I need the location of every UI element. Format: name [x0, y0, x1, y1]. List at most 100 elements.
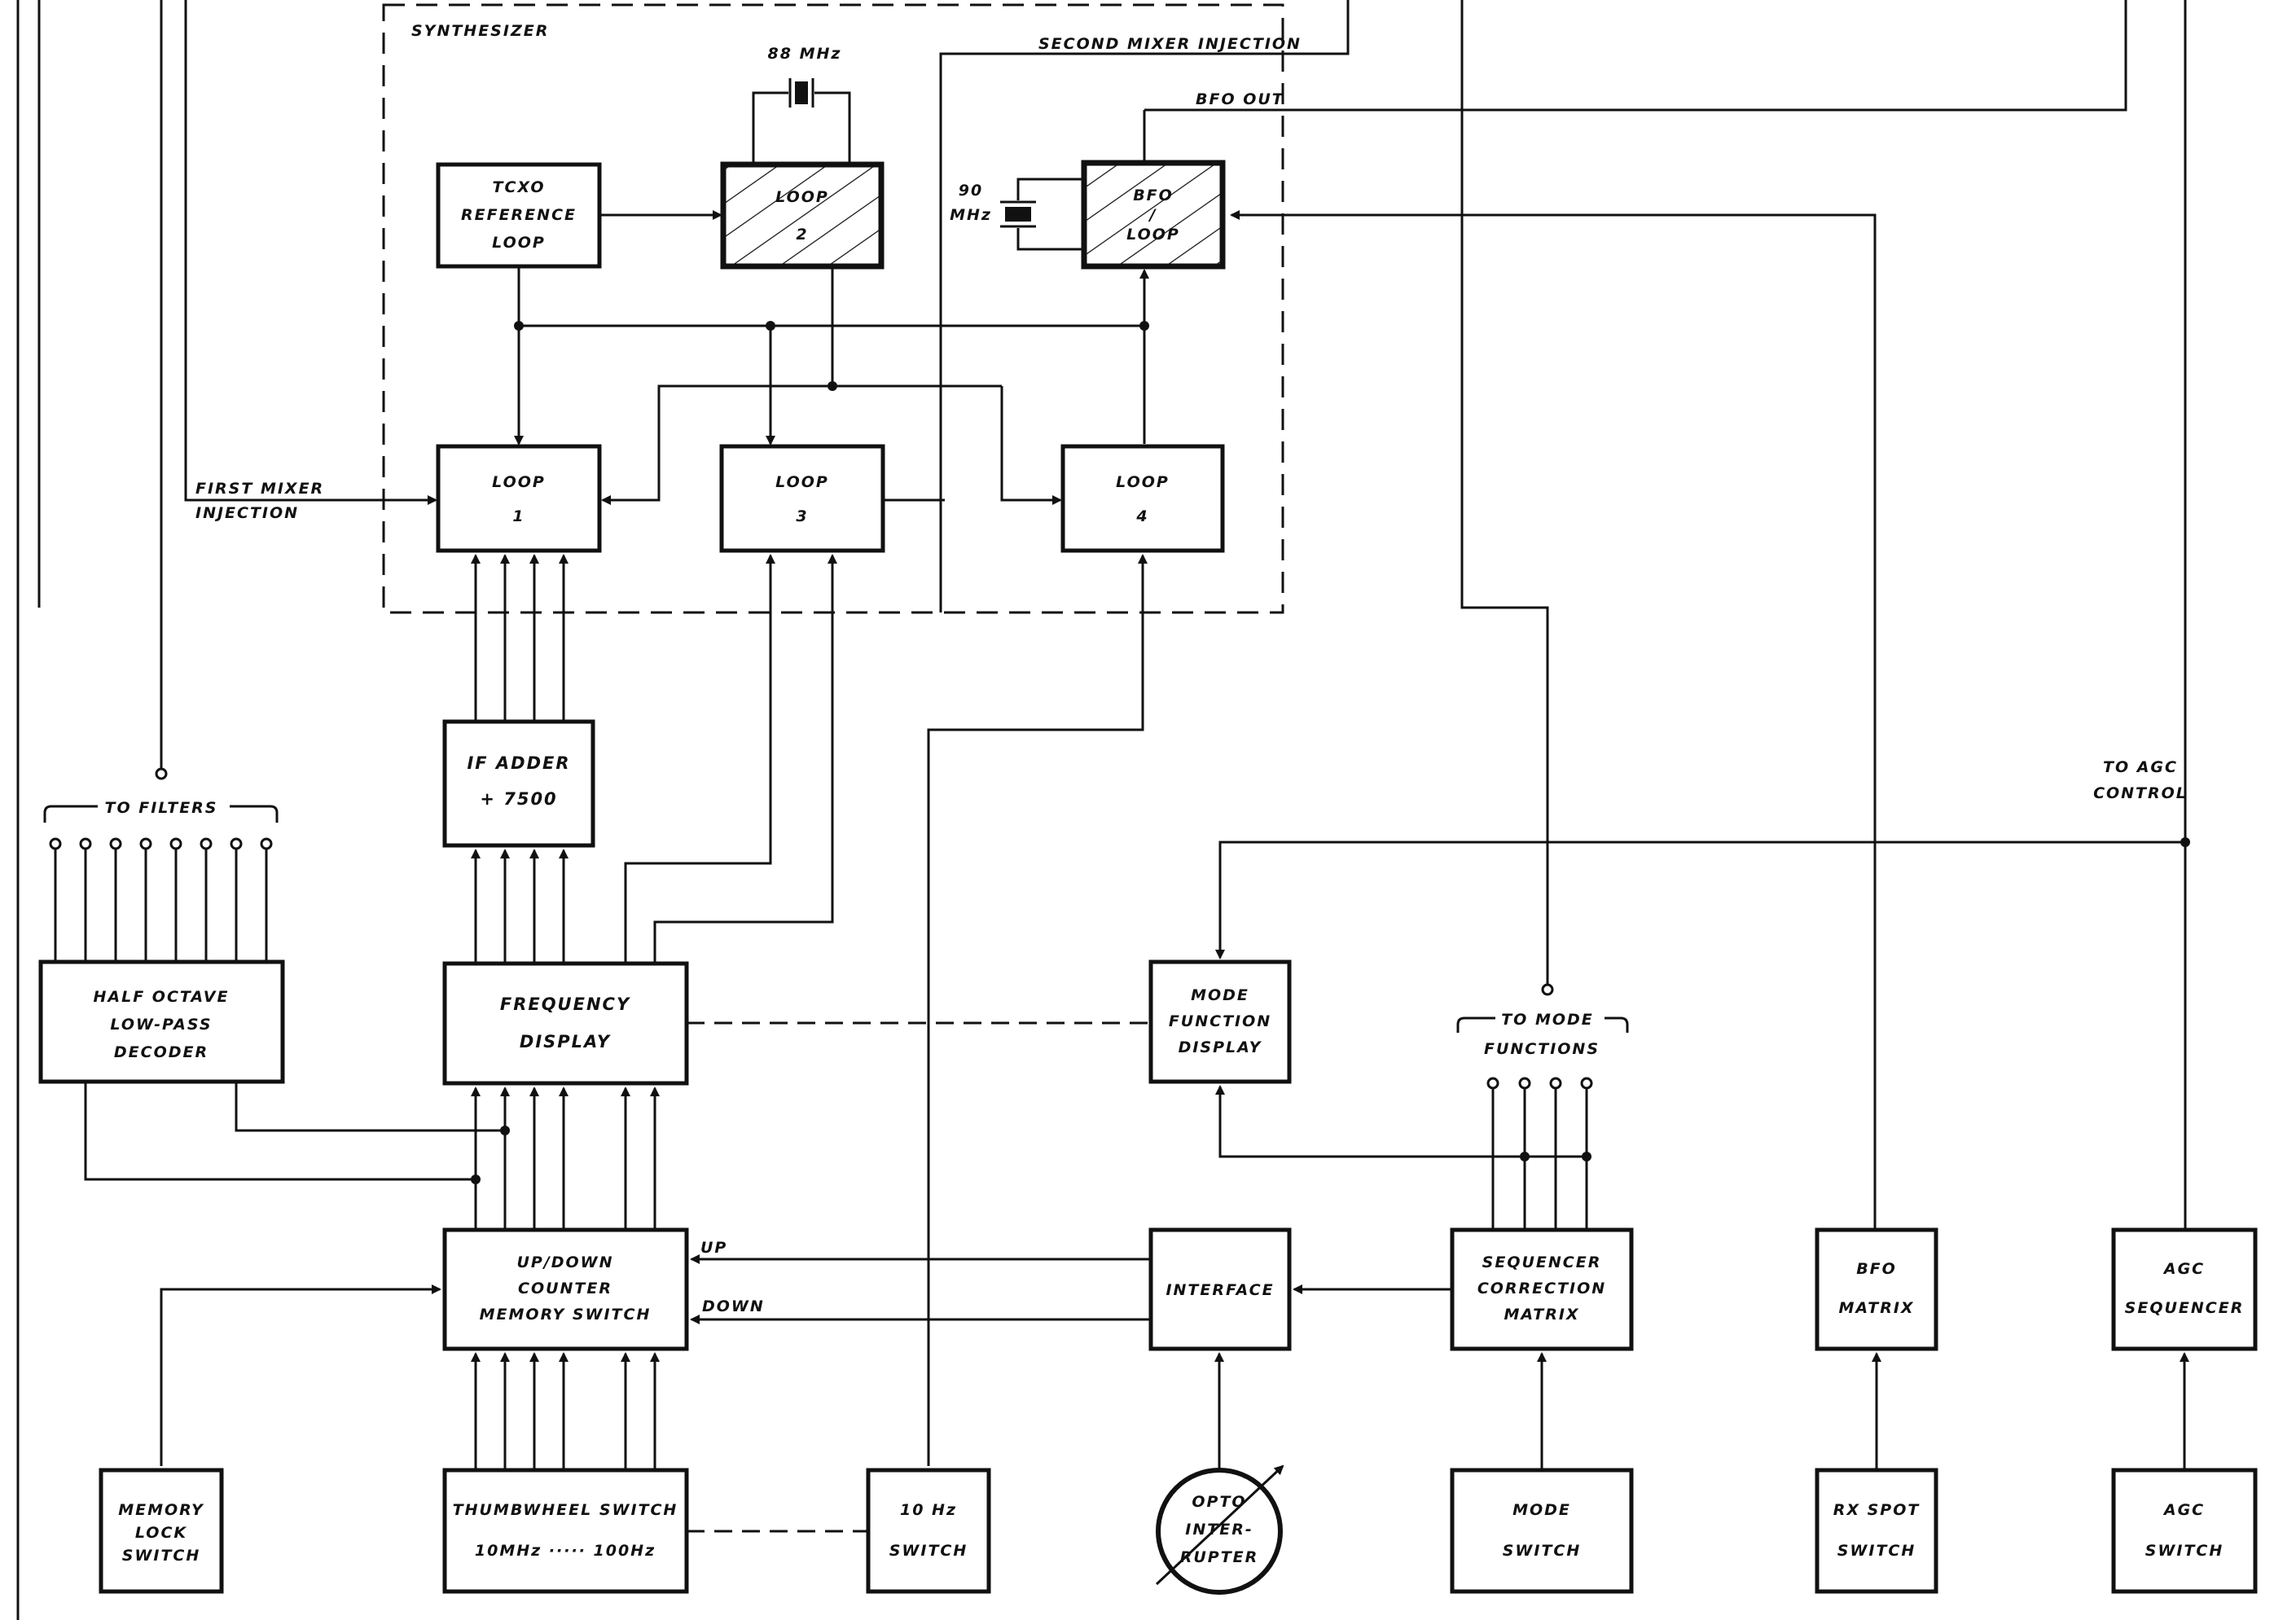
wire-agc-to-mode-display: [1215, 841, 2185, 959]
loop-3-line-2: 3: [796, 507, 808, 525]
updown-line-3: MEMORY SWITCH: [480, 1306, 652, 1324]
10hz-switch-block: [866, 1468, 991, 1594]
thumbwheel-line-2: 10MHz ····· 100Hz: [475, 1542, 656, 1560]
mode-function-line-2: FUNCTION: [1169, 1012, 1271, 1030]
interface-block: [1148, 1227, 1292, 1351]
xtal90-wire-top: [1016, 178, 1084, 200]
half-octave-decoder-block: [38, 959, 285, 1084]
junction-dot: [2180, 837, 2190, 847]
half-octave-line-1: HALF OCTAVE: [94, 988, 230, 1006]
first-mixer-label-2: INJECTION: [195, 504, 299, 522]
sequencer-line-3: MATRIX: [1504, 1306, 1579, 1324]
agc-sequencer-line-2: SEQUENCER: [2125, 1299, 2245, 1317]
to-mode-functions-2: FUNCTIONS: [1484, 1040, 1600, 1058]
bfo-matrix-line-2: MATRIX: [1838, 1299, 1914, 1317]
wire-loop2-to-loop4: [1000, 386, 1062, 505]
loop-3-line-1: LOOP: [775, 473, 829, 491]
loop-4-block: [1060, 444, 1225, 553]
mode-function-display-block: [1148, 959, 1292, 1084]
opto-line-2: INTER-: [1185, 1521, 1253, 1539]
thumbwheel-to-counter-bus: [471, 1352, 660, 1470]
wire-seq-to-mode-display: [1215, 1085, 1587, 1158]
to-filters-label: TO FILTERS: [105, 799, 218, 817]
loop-1-line-2: 1: [512, 507, 525, 525]
agc-switch-line-2: SWITCH: [2145, 1542, 2224, 1560]
10hz-line-2: SWITCH: [889, 1542, 968, 1560]
wire-first-mixer: [184, 0, 437, 505]
tcxo-line-3: LOOP: [492, 234, 546, 252]
to-agc-control-1: TO AGC: [2103, 758, 2178, 776]
thumbwheel-switch-block: [442, 1468, 689, 1594]
updown-line-2: COUNTER: [518, 1280, 612, 1297]
sequencer-line-2: CORRECTION: [1477, 1280, 1606, 1297]
memory-lock-switch-block: [99, 1468, 224, 1594]
updown-line-1: UP/DOWN: [516, 1253, 613, 1271]
down-label: DOWN: [702, 1297, 765, 1315]
wire-memlock-counter: [160, 1284, 441, 1466]
to-agc-control-2: CONTROL: [2093, 784, 2188, 802]
half-octave-line-3: DECODER: [114, 1043, 209, 1061]
mode-function-line-1: MODE: [1191, 986, 1249, 1004]
junction-dot: [1520, 1152, 1530, 1161]
agc-sequencer-line-1: AGC: [2162, 1260, 2205, 1278]
mhz88-label: 88 MHz: [768, 45, 842, 63]
to-mode-functions-terminal: [1541, 983, 1554, 996]
filter-terminals: [49, 837, 273, 962]
wire-bfo-matrix-to-bfo: [1230, 210, 1877, 1230]
sequencer-line-1: SEQUENCER: [1482, 1253, 1602, 1271]
mode-function-terminals: [1486, 1077, 1593, 1228]
opto-line-1: OPTO: [1192, 1493, 1246, 1511]
to-filters-brace: [43, 805, 279, 823]
synthesizer-label: SYNTHESIZER: [411, 22, 549, 40]
wire-freq-loop3-a: [624, 554, 775, 964]
loop-1-block: [436, 444, 602, 553]
to-mode-functions-brace: [1456, 1016, 1629, 1033]
sequencer-matrix-block: [1450, 1227, 1634, 1351]
rx-spot-switch-block: [1815, 1468, 1938, 1594]
loop-1-line-1: LOOP: [492, 473, 546, 491]
mhz90-label-a: 90: [959, 182, 983, 200]
wire-second-mixer: [939, 0, 1350, 612]
bfo-loop-line-2: /: [1148, 206, 1157, 224]
half-octave-line-2: LOW-PASS: [110, 1016, 212, 1034]
junction-dot: [1139, 321, 1149, 331]
agc-switch-block: [2111, 1468, 2258, 1594]
junction-dot: [1582, 1152, 1591, 1161]
interface-label: INTERFACE: [1166, 1281, 1274, 1299]
loop-3-block: [719, 444, 885, 553]
xtal88-wire-left: [752, 91, 788, 165]
wire-10hz-loop4: [927, 554, 1148, 1466]
wire-mode-functions: [1460, 0, 1549, 984]
if-adder-block: [442, 719, 595, 848]
mode-switch-line-1: MODE: [1512, 1501, 1571, 1519]
rx-spot-line-2: SWITCH: [1837, 1542, 1916, 1560]
counter-to-freq-bus: [471, 1087, 660, 1230]
if-adder-line-2: + 7500: [480, 789, 557, 809]
bfo-matrix-block: [1815, 1227, 1938, 1351]
memory-lock-line-2: LOCK: [135, 1524, 187, 1542]
to-filters-terminal: [155, 767, 168, 780]
agc-switch-line-1: AGC: [2162, 1501, 2205, 1519]
if-adder-line-1: IF ADDER: [467, 753, 570, 773]
junction-dot: [828, 381, 837, 391]
loop-2-line-1: LOOP: [775, 188, 829, 206]
bfo-loop-line-3: LOOP: [1126, 226, 1180, 244]
xtal88-wire-right: [814, 91, 851, 165]
up-label: UP: [700, 1239, 727, 1257]
tcxo-line-2: REFERENCE: [461, 206, 577, 224]
mode-function-line-3: DISPLAY: [1179, 1038, 1262, 1056]
thumbwheel-line-1: THUMBWHEEL SWITCH: [453, 1501, 678, 1519]
opto-adjust-arrow-icon: [1155, 1464, 1284, 1586]
rx-spot-line-1: RX SPOT: [1833, 1501, 1921, 1519]
frequency-display-line-1: FREQUENCY: [500, 994, 630, 1014]
loop-4-line-1: LOOP: [1116, 473, 1170, 491]
tcxo-line-1: TCXO: [492, 178, 545, 196]
second-mixer-injection-label: SECOND MIXER INJECTION: [1038, 35, 1302, 53]
memory-lock-line-3: SWITCH: [122, 1547, 201, 1565]
crystal-88mhz-icon: [795, 81, 808, 104]
agc-sequencer-block: [2111, 1227, 2258, 1351]
wire-decoder-bus-2: [84, 1082, 476, 1181]
mode-switch-line-2: SWITCH: [1503, 1542, 1582, 1560]
opto-line-3: RUPTER: [1180, 1548, 1259, 1566]
